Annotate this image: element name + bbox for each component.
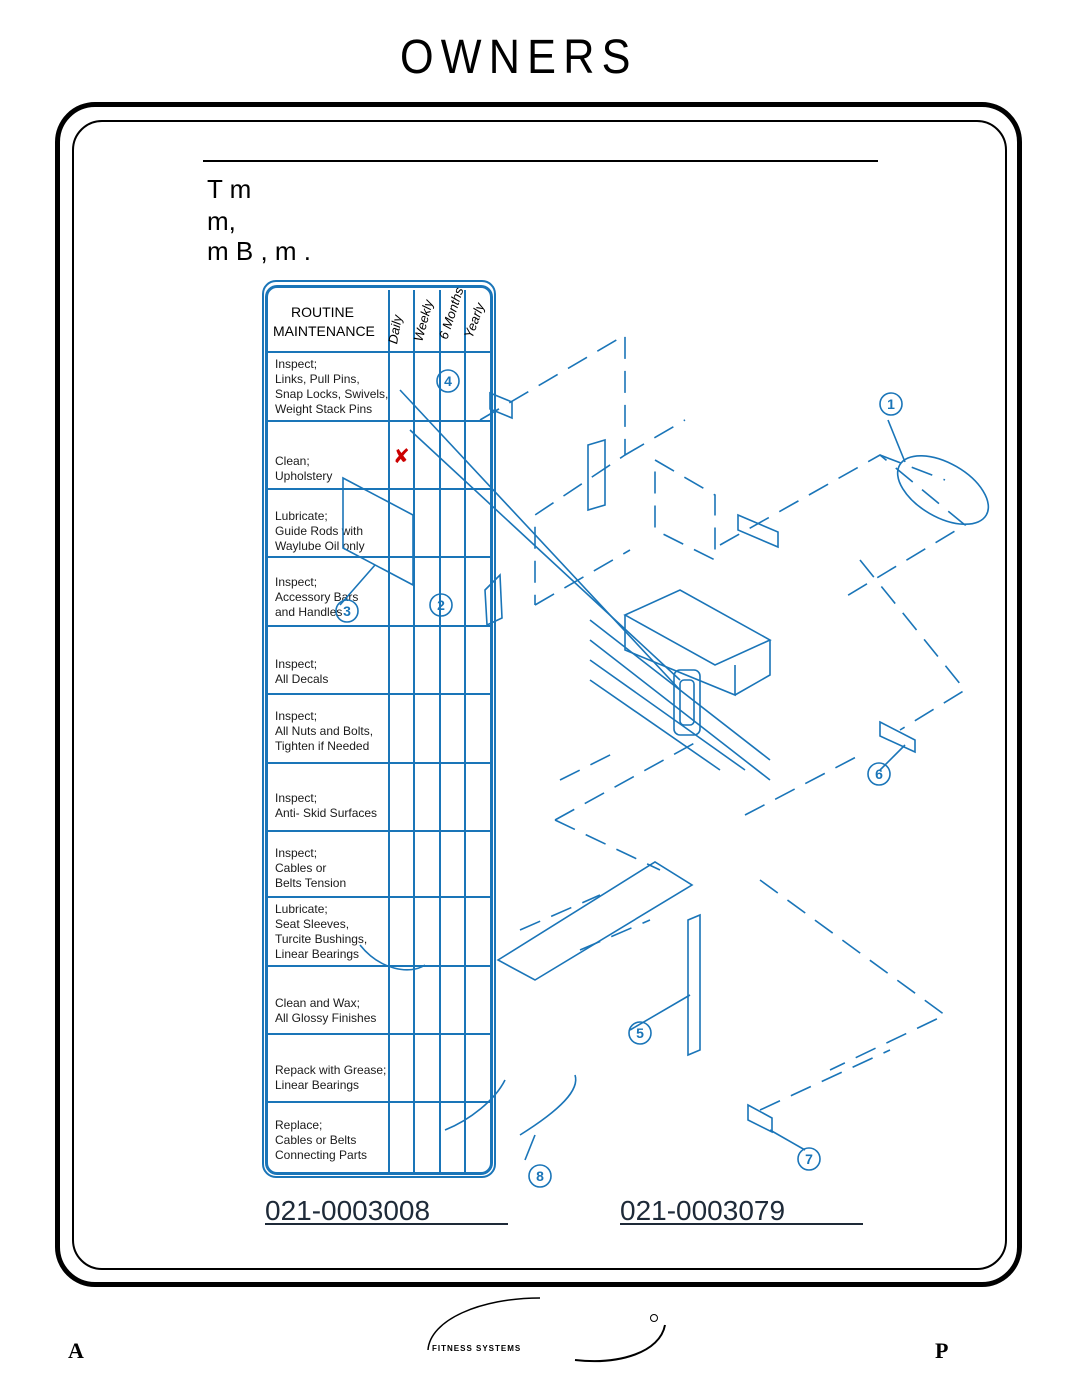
row-label-6: Inspect; All Nuts and Bolts, Tighten if … <box>275 709 374 753</box>
callout-4: 4 <box>444 373 452 389</box>
callout-6: 6 <box>875 766 883 782</box>
row-label-5: Inspect; All Decals <box>275 657 329 686</box>
callout-8: 8 <box>536 1168 544 1184</box>
intro-line-3: m B , m . <box>207 236 311 266</box>
part-number-right-rule <box>620 1223 863 1225</box>
row-label-1: Inspect; Links, Pull Pins, Snap Locks, S… <box>275 357 389 416</box>
row-label-11: Repack with Grease; Linear Bearings <box>275 1063 387 1092</box>
part-number-left: 021-0003008 <box>265 1195 431 1226</box>
page-frame-inner <box>72 120 1007 1270</box>
maintenance-table-border <box>262 280 496 1178</box>
callout-5: 5 <box>636 1025 644 1041</box>
row-label-2: Clean; Upholstery <box>275 454 333 483</box>
brand-logo <box>427 1297 666 1362</box>
part-number-right: 021-0003079 <box>620 1195 786 1226</box>
row-label-7: Inspect; Anti- Skid Surfaces <box>275 791 378 820</box>
table-title-line-2: MAINTENANCE <box>273 323 375 339</box>
footer-letter-right: P <box>935 1338 949 1363</box>
callout-2: 2 <box>437 597 445 613</box>
row-label-3: Lubricate; Guide Rods with Waylube Oil o… <box>275 509 365 553</box>
row-label-9: Lubricate; Seat Sleeves, Turcite Bushing… <box>275 902 368 961</box>
maintenance-table <box>265 285 493 1175</box>
part-number-left-rule <box>265 1223 508 1225</box>
page-frame-outer <box>55 102 1022 1287</box>
page-title: OWNERS <box>400 31 638 84</box>
brand-logo-text: FITNESS SYSTEMS <box>432 1344 522 1353</box>
callout-7: 7 <box>805 1151 813 1167</box>
intro-line-2: m, <box>207 206 236 236</box>
footer-letter-left: A <box>68 1338 84 1363</box>
intro-line-1: T m <box>207 174 252 204</box>
row-label-10: Clean and Wax; All Glossy Finishes <box>275 996 377 1025</box>
check-mark: ✘ <box>393 446 410 468</box>
row-label-8: Inspect; Cables or Belts Tension <box>275 846 347 890</box>
table-title-line-1: ROUTINE <box>291 304 354 320</box>
callout-3: 3 <box>343 603 351 619</box>
row-label-12: Replace; Cables or Belts Connecting Part… <box>275 1118 368 1162</box>
callout-1: 1 <box>887 396 895 412</box>
section-rule <box>203 160 878 162</box>
